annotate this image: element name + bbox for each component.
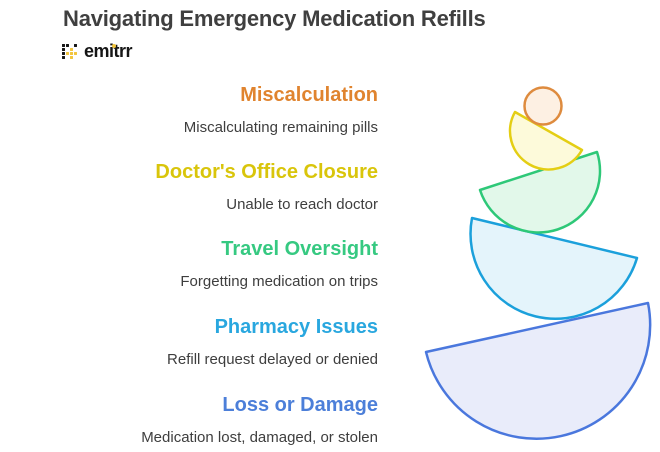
funnel-segment-miscalculation: [523, 86, 563, 126]
item-title: Miscalculation: [240, 84, 378, 106]
emitrr-dots-icon: [62, 43, 77, 59]
item-subtitle: Miscalculating remaining pills: [183, 119, 378, 136]
list-item-travel-oversight: Travel Oversight Forgetting medication o…: [58, 239, 378, 291]
item-subtitle: Medication lost, damaged, or stolen: [141, 429, 378, 446]
list-item-pharmacy-issues: Pharmacy Issues Refill request delayed o…: [58, 317, 378, 369]
page-title: Navigating Emergency Medication Refills: [63, 6, 486, 31]
list-item-doctors-office-closure: Doctor's Office Closure Unable to reach …: [58, 162, 378, 214]
emitrr-logo-text: emitrr: [84, 41, 133, 61]
funnel-segment-loss-or-damage: [424, 301, 652, 440]
funnel-segment-pharmacy-issues: [469, 216, 639, 321]
item-title: Travel Oversight: [221, 238, 378, 260]
list-item-miscalculation: Miscalculation Miscalculating remaining …: [58, 85, 378, 137]
emitrr-logo: emitrr: [62, 41, 133, 61]
item-title: Loss or Damage: [222, 394, 378, 416]
item-subtitle: Refill request delayed or denied: [167, 351, 378, 368]
funnel-segment-travel-oversight: [478, 150, 602, 234]
list-item-loss-or-damage: Loss or Damage Medication lost, damaged,…: [58, 395, 378, 447]
funnel-segment-doctors-office-closure: [508, 110, 584, 171]
item-title: Pharmacy Issues: [214, 316, 378, 338]
logo-i-dot: [112, 43, 116, 48]
item-subtitle: Unable to reach doctor: [226, 196, 378, 213]
item-title: Doctor's Office Closure: [155, 161, 378, 183]
item-subtitle: Forgetting medication on trips: [180, 273, 378, 290]
